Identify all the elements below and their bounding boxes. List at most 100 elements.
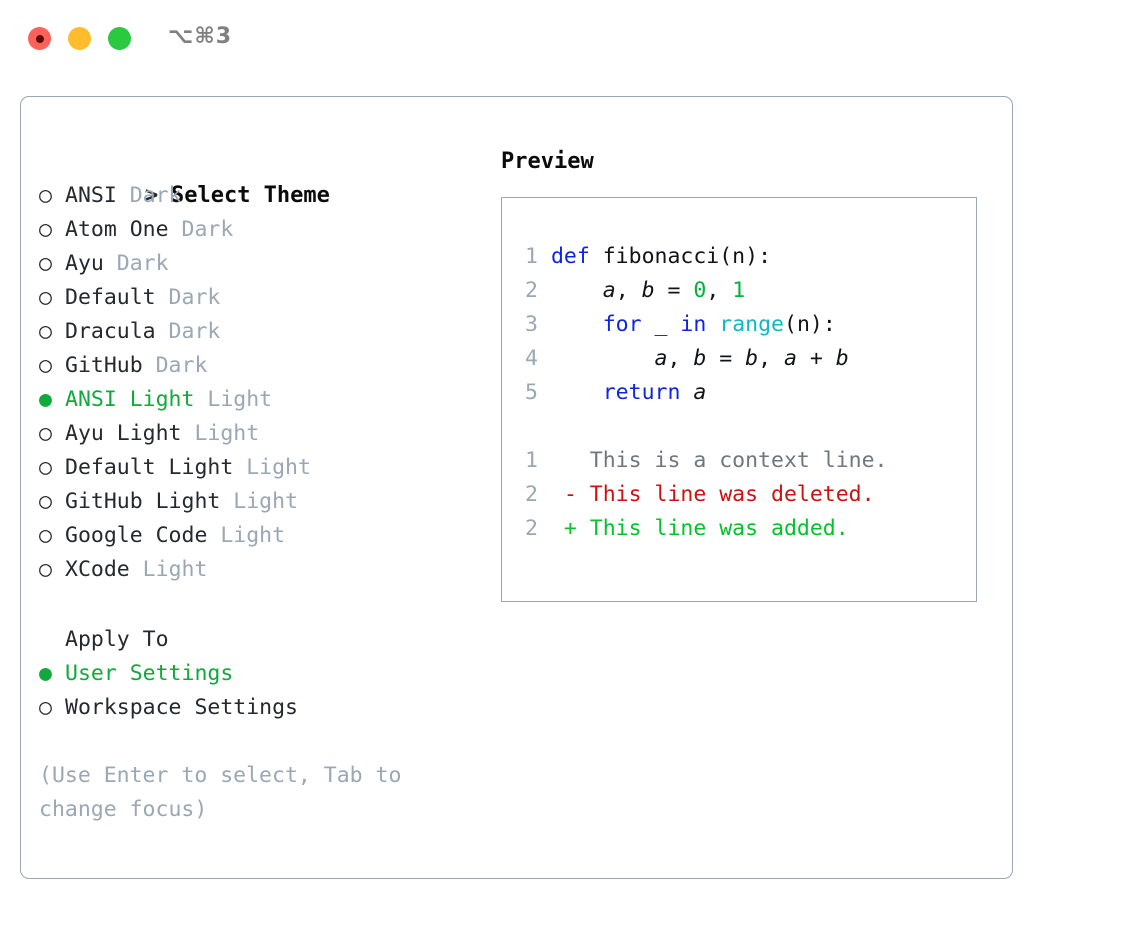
code-line-number: 1 — [525, 244, 538, 269]
code-line: 2 a, b = 0, 1 — [516, 274, 888, 308]
theme-variant-tag: Dark — [142, 353, 208, 378]
apply-to-header: Apply To — [65, 627, 169, 652]
theme-name-label: Ayu — [65, 251, 104, 276]
main-panel: >Select Theme ○ANSI Dark○Atom One Dark○A… — [20, 96, 1013, 879]
theme-list-item[interactable]: ○Default Dark — [39, 281, 489, 315]
code-token: a — [654, 346, 668, 371]
theme-variant-tag: Dark — [155, 285, 221, 310]
theme-picker-header: >Select Theme — [39, 145, 489, 208]
code-token: b — [693, 346, 707, 371]
radio-unselected-icon[interactable]: ○ — [39, 319, 52, 344]
radio-unselected-icon[interactable]: ○ — [39, 695, 52, 720]
radio-unselected-icon[interactable]: ○ — [39, 183, 52, 208]
theme-variant-tag: Light — [181, 421, 260, 446]
code-token: a — [784, 346, 797, 371]
theme-name-label: ANSI — [65, 183, 117, 208]
code-token — [680, 380, 693, 405]
code-token: 0 — [693, 278, 707, 303]
radio-selected-icon[interactable]: ● — [39, 661, 52, 686]
code-token: range — [719, 312, 784, 337]
theme-name-label: Default Light — [65, 455, 234, 480]
diff-line: 2 - This line was deleted. — [516, 478, 888, 512]
theme-variant-tag: Dark — [155, 319, 221, 344]
radio-unselected-icon[interactable]: ○ — [39, 251, 52, 276]
apply-to-list: ● User Settings ○ Workspace Settings — [39, 657, 489, 725]
theme-variant-tag: Light — [220, 489, 299, 514]
code-token — [551, 380, 603, 405]
code-token: for — [602, 312, 642, 337]
diff-line: 2 + This line was added. — [516, 512, 888, 546]
code-token: a — [602, 278, 616, 303]
radio-unselected-icon[interactable]: ○ — [39, 523, 52, 548]
diff-sign: - — [538, 482, 590, 507]
code-line-number: 2 — [525, 278, 538, 303]
radio-unselected-icon[interactable]: ○ — [39, 217, 52, 242]
theme-name-label: Google Code — [65, 523, 208, 548]
code-token — [551, 312, 603, 337]
theme-list-item[interactable]: ○GitHub Light Light — [39, 485, 489, 519]
diff-text: This is a context line. — [589, 448, 888, 473]
diff-sign — [538, 448, 590, 473]
window-title: ⌥⌘3 — [168, 24, 233, 49]
theme-picker-column: >Select Theme ○ANSI Dark○Atom One Dark○A… — [39, 145, 489, 827]
radio-selected-icon[interactable]: ● — [39, 387, 52, 412]
theme-list-item[interactable]: ○ XCode Light — [39, 553, 489, 587]
apply-to-label: Workspace Settings — [65, 695, 298, 720]
code-token: b — [835, 346, 849, 371]
radio-unselected-icon[interactable]: ○ — [39, 489, 52, 514]
maximize-button-icon[interactable] — [108, 27, 131, 50]
radio-unselected-icon[interactable]: ○ — [39, 421, 52, 446]
theme-variant-tag: Light — [233, 455, 311, 480]
theme-name-label: Dracula — [65, 319, 156, 344]
code-token — [551, 346, 655, 371]
theme-list-item[interactable]: ○ Ayu Dark — [39, 247, 489, 281]
theme-list-item[interactable]: ○ Dracula Dark — [39, 315, 489, 349]
radio-unselected-icon[interactable]: ○ — [39, 285, 52, 310]
code-diff-separator — [516, 410, 888, 444]
close-button-icon[interactable] — [28, 27, 51, 50]
theme-variant-tag: Light — [194, 387, 273, 412]
code-token: b — [745, 346, 759, 371]
theme-variant-tag: Dark — [116, 183, 182, 208]
radio-unselected-icon[interactable]: ○ — [39, 557, 52, 582]
minimize-button-icon[interactable] — [68, 27, 91, 50]
theme-list: ○ANSI Dark○Atom One Dark○Ayu Dark○Defaul… — [39, 179, 489, 587]
code-line-number: 4 — [525, 346, 538, 371]
theme-variant-tag: Dark — [103, 251, 169, 276]
radio-unselected-icon[interactable]: ○ — [39, 353, 52, 378]
theme-list-item[interactable]: ○ GitHub Dark — [39, 349, 489, 383]
diff-sign: + — [538, 516, 590, 541]
code-token: , — [667, 346, 694, 371]
apply-to-item[interactable]: ○ Workspace Settings — [39, 691, 489, 725]
radio-unselected-icon[interactable]: ○ — [39, 455, 52, 480]
theme-list-item[interactable]: ●ANSI Light Light — [39, 383, 489, 417]
code-token: , — [706, 278, 733, 303]
code-token: + — [796, 346, 836, 371]
apply-to-label: User Settings — [65, 661, 234, 686]
theme-list-item[interactable]: ○ Atom One Dark — [39, 213, 489, 247]
code-token: = — [654, 278, 694, 303]
diff-line: 1 This is a context line. — [516, 444, 888, 478]
theme-list-item[interactable]: ○ ANSI Dark — [39, 179, 489, 213]
theme-list-item[interactable]: ○Google Code Light — [39, 519, 489, 553]
code-token — [551, 278, 603, 303]
code-line-number: 5 — [525, 380, 538, 405]
code-line: 1 def fibonacci(n): — [516, 240, 888, 274]
theme-variant-tag: Light — [129, 557, 208, 582]
preview-title: Preview — [501, 149, 594, 174]
code-token: fibonacci(n): — [589, 244, 772, 269]
theme-name-label: GitHub — [65, 353, 143, 378]
code-token — [706, 312, 719, 337]
code-token: in — [680, 312, 707, 337]
preview-column: Preview 1 def fibonacci(n):2 a, b = 0, 1… — [501, 145, 1001, 602]
code-token: a — [693, 380, 707, 405]
diff-text: This line was deleted. — [589, 482, 875, 507]
theme-list-item[interactable]: ○Ayu Light Light — [39, 417, 489, 451]
theme-variant-tag: Dark — [168, 217, 234, 242]
theme-list-item[interactable]: ○ Default Light Light — [39, 451, 489, 485]
theme-name-label: XCode — [65, 557, 130, 582]
apply-to-item[interactable]: ● User Settings — [39, 657, 489, 691]
theme-name-label: Atom One — [65, 217, 169, 242]
